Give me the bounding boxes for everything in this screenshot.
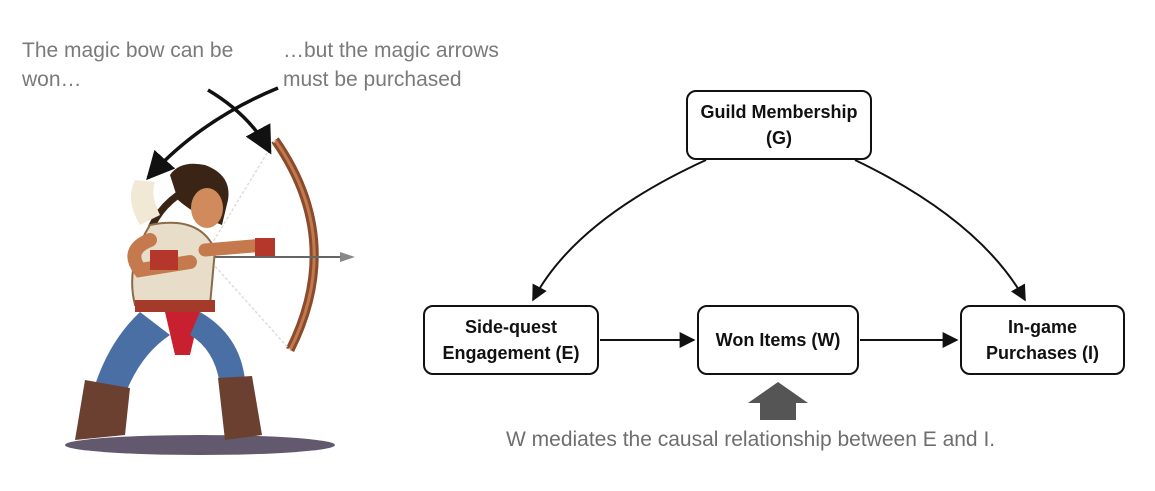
arrows-pointer-arrow	[207, 88, 272, 155]
arrows-annotation: …but the magic arrows must be purchased	[283, 39, 499, 91]
bow-pointer-arrow	[146, 86, 279, 181]
ground-shadow	[65, 435, 335, 455]
edge-g-to-i	[854, 159, 1026, 302]
arrowhead-icon	[340, 252, 355, 262]
bracer-right	[255, 238, 275, 256]
right-leg	[190, 312, 245, 385]
node-in-game-purchases: In-game Purchases (I)	[960, 305, 1125, 375]
bow-annotation: The magic bow can be won…	[22, 39, 234, 91]
left-boot	[75, 380, 130, 440]
feather-cape	[131, 180, 160, 225]
head	[191, 188, 223, 228]
pointer-up-arrow-icon	[748, 382, 808, 420]
right-boot	[218, 376, 262, 440]
drawing-arm	[127, 233, 197, 278]
bracer	[150, 250, 178, 270]
belt	[135, 300, 215, 312]
archer-illustration	[65, 137, 355, 455]
node-guild-membership: Guild Membership (G)	[686, 90, 872, 160]
node-side-quest-engagement: Side-quest Engagement (E)	[423, 305, 599, 375]
edge-g-to-e	[532, 159, 707, 302]
node-won-items: Won Items (W)	[697, 305, 859, 375]
loincloth	[165, 312, 200, 355]
mediation-caption: W mediates the causal relationship betwe…	[506, 428, 996, 451]
bow-highlight	[273, 139, 316, 351]
left-leg	[95, 312, 170, 395]
